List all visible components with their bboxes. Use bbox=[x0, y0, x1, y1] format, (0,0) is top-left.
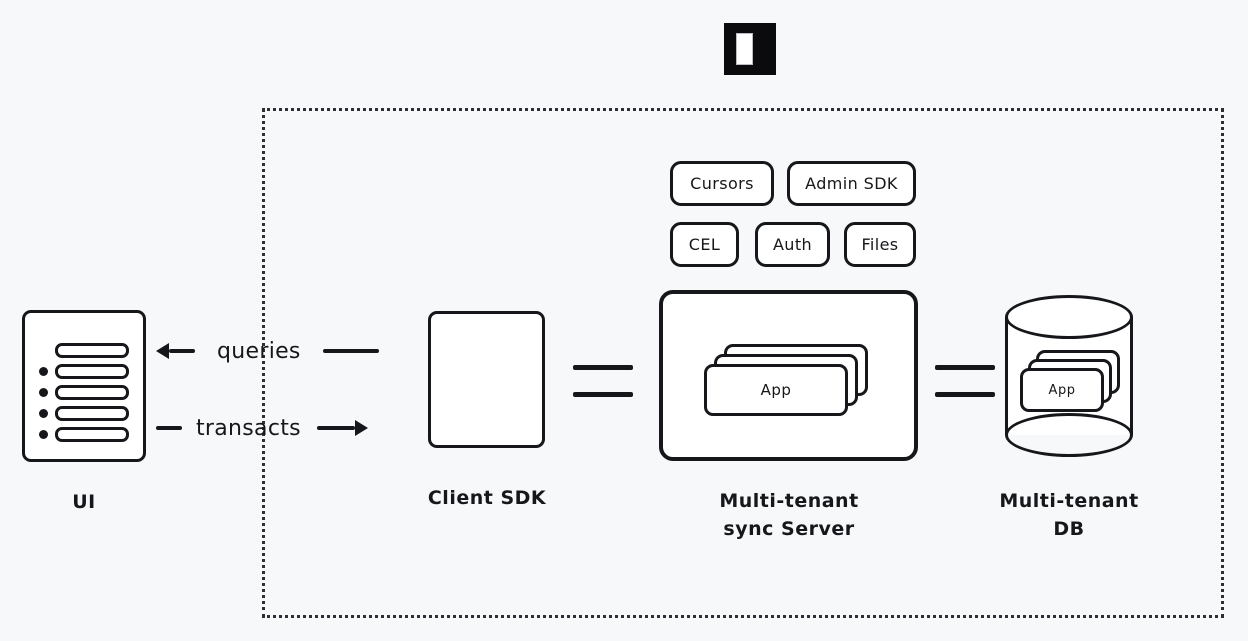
connector-sdk-server-top bbox=[573, 365, 633, 370]
badge-files[interactable]: Files bbox=[844, 222, 916, 267]
connector-server-db-top bbox=[935, 365, 995, 370]
ui-window-icon bbox=[22, 310, 146, 462]
caption-database-line2: DB bbox=[1053, 517, 1085, 540]
ui-bullet-dot bbox=[39, 367, 48, 376]
server-app-card-stack: App bbox=[704, 344, 868, 416]
ui-list-row bbox=[55, 364, 129, 379]
flow-transacts-label: transacts bbox=[196, 415, 301, 441]
badge-cursors[interactable]: Cursors bbox=[670, 161, 774, 206]
badge-cel[interactable]: CEL bbox=[670, 222, 739, 267]
flow-queries: queries bbox=[156, 334, 418, 368]
caption-sync-server-line1: Multi-tenant bbox=[719, 490, 859, 512]
client-sdk-node[interactable] bbox=[428, 311, 545, 448]
platform-boundary bbox=[262, 108, 1224, 618]
sync-server-node[interactable] bbox=[659, 290, 918, 461]
flow-transacts: transacts bbox=[156, 411, 418, 445]
ui-list-row bbox=[55, 343, 129, 358]
app-card-front: App bbox=[704, 364, 848, 416]
ui-bullet-dot bbox=[39, 430, 48, 439]
ui-node[interactable] bbox=[22, 310, 146, 462]
flow-queries-label: queries bbox=[217, 338, 301, 364]
ui-list-row bbox=[55, 406, 129, 421]
logo-bar-glyph bbox=[736, 33, 753, 65]
arrow-left-icon bbox=[156, 343, 169, 359]
connector-server-db-bottom bbox=[935, 392, 995, 397]
arrow-right-icon bbox=[354, 420, 368, 436]
db-app-card-stack: App bbox=[1020, 350, 1120, 412]
cylinder-bottom-ellipse bbox=[1005, 413, 1133, 457]
flow-queries-segment-right bbox=[322, 349, 379, 353]
badge-cel-label: CEL bbox=[688, 235, 721, 254]
flow-transacts-segment-right bbox=[316, 426, 355, 430]
caption-ui: UI bbox=[72, 491, 96, 513]
caption-database: Multi-tenant DB bbox=[974, 488, 1164, 543]
connector-sdk-server-bottom bbox=[573, 392, 633, 397]
caption-client-sdk: Client SDK bbox=[427, 487, 547, 509]
ui-bullet-dot bbox=[39, 409, 48, 418]
app-card-front: App bbox=[1020, 368, 1104, 412]
caption-sync-server: Multi-tenant sync Server bbox=[640, 488, 938, 543]
instant-logo-mark bbox=[724, 23, 776, 75]
caption-sync-server-line2: sync Server bbox=[723, 517, 855, 540]
ui-list-row bbox=[55, 427, 129, 442]
badge-admin-sdk[interactable]: Admin SDK bbox=[787, 161, 916, 206]
badge-cursors-label: Cursors bbox=[690, 174, 754, 193]
badge-auth-label: Auth bbox=[772, 235, 813, 254]
caption-database-line1: Multi-tenant bbox=[999, 490, 1139, 512]
badge-auth[interactable]: Auth bbox=[755, 222, 830, 267]
ui-bullet-dot bbox=[39, 388, 48, 397]
badge-admin-sdk-label: Admin SDK bbox=[805, 174, 898, 193]
flow-queries-segment-left bbox=[169, 349, 195, 353]
cylinder-top-ellipse bbox=[1005, 295, 1133, 339]
ui-list-row bbox=[55, 385, 129, 400]
flow-transacts-segment-left bbox=[156, 426, 182, 430]
badge-files-label: Files bbox=[861, 235, 899, 254]
